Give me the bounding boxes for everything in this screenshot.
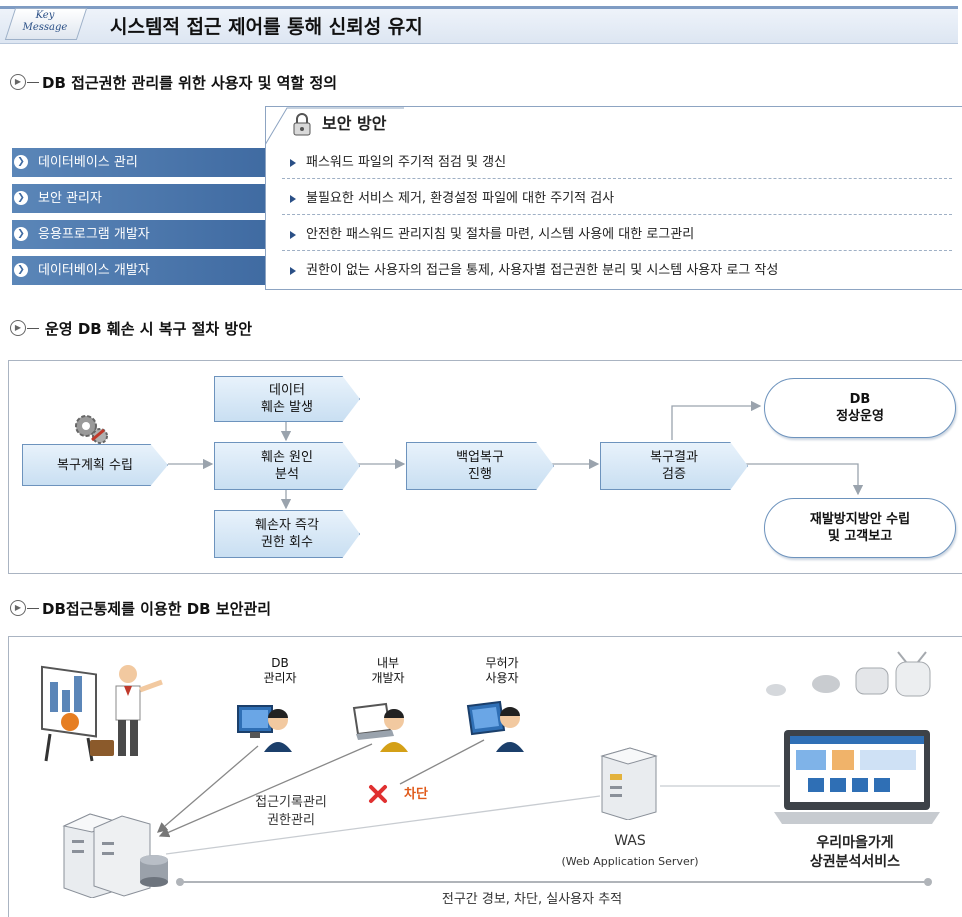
bullet-arrow-icon — [290, 159, 296, 167]
key-message-tag-line1: Key — [35, 10, 55, 21]
log-management-line1: 접근기록관리 — [255, 795, 327, 810]
flow-node-backup-line1: 백업복구 — [456, 450, 504, 465]
was-label: WAS — [614, 833, 646, 849]
security-item: 안전한 패스워드 관리지침 및 절차를 마련, 시스템 사용에 대한 로그관리 — [282, 218, 952, 251]
flow-node-plan: 복구계획 수립 — [22, 444, 168, 486]
log-management-line2: 권한관리 — [267, 813, 315, 828]
flow-node-revoke-line1: 훼손자 즉각 — [255, 518, 319, 533]
flow-node-normal-line2: 정상운영 — [836, 409, 884, 424]
security-item: 권한이 없는 사용자의 접근을 통제, 사용자별 접근권한 분리 및 시스템 사… — [282, 254, 952, 287]
user-label-dba-line2: 관리자 — [263, 671, 297, 685]
security-item-text: 불필요한 서비스 제거, 환경설정 파일에 대한 주기적 검사 — [306, 191, 615, 206]
section-line — [27, 82, 39, 83]
access-control-frame — [8, 636, 962, 917]
role-bullet-icon: ❯ — [14, 191, 28, 205]
service-label-line1: 우리마을가게 — [816, 835, 894, 851]
role-label: 데이터베이스 개발자 — [38, 263, 150, 278]
lock-icon — [293, 113, 311, 136]
user-label-dba-line1: DB — [271, 656, 289, 670]
bullet-arrow-icon — [290, 231, 296, 239]
section-bullet-icon: ▶ — [10, 320, 26, 336]
service-label-line2: 상권분석서비스 — [809, 854, 901, 870]
gear-icon — [75, 415, 108, 444]
user-label-unauth-line1: 무허가 — [485, 656, 519, 670]
section-title-access-control: DB접근통제를 이용한 DB 보안관리 — [42, 600, 272, 618]
role-label: 데이터베이스 관리 — [38, 155, 138, 170]
role-bullet-icon: ❯ — [14, 263, 28, 277]
flow-connectors — [168, 400, 864, 510]
flow-node-normal: DB 정상운영 — [764, 378, 956, 438]
was-server-icon — [600, 747, 658, 820]
recovery-flow-frame — [8, 360, 962, 574]
flow-node-occur-line2: 훼손 발생 — [261, 400, 313, 415]
role-label: 보안 관리자 — [38, 191, 102, 206]
presenter-illustration-icon — [41, 665, 163, 762]
flow-node-cause-line2: 분석 — [275, 467, 299, 482]
section-line — [27, 328, 39, 329]
security-item-text: 패스워드 파일의 주기적 점검 및 갱신 — [306, 155, 507, 170]
developer-user-icon — [352, 702, 408, 752]
flow-node-verify-line2: 검증 — [662, 467, 686, 482]
service-laptop-icon — [774, 730, 940, 824]
flow-node-cause-line1: 훼손 원인 — [261, 450, 313, 465]
role-item: 응용프로그램 개발자 — [12, 220, 274, 249]
db-server-icon — [62, 813, 168, 898]
flow-node-prevent-line2: 및 고객보고 — [827, 529, 893, 544]
unauthorized-user-icon — [466, 700, 524, 752]
bullet-arrow-icon — [290, 195, 296, 203]
flow-node-verify-line1: 복구결과 — [650, 450, 698, 465]
footer-tracking-label: 전구간 경보, 차단, 실사용자 추적 — [441, 892, 623, 907]
bullet-arrow-icon — [290, 267, 296, 275]
flow-node-plan-label: 복구계획 수립 — [57, 457, 133, 473]
security-item: 불필요한 서비스 제거, 환경설정 파일에 대한 주기적 검사 — [282, 182, 952, 215]
role-bullet-icon: ❯ — [14, 227, 28, 241]
access-diagram-lines — [157, 739, 932, 886]
security-panel — [265, 106, 962, 290]
flow-node-prevent-line1: 재발방지방안 수립 — [809, 512, 911, 527]
role-item: 데이터베이스 개발자 — [12, 256, 274, 285]
decorative-objects-icon — [766, 651, 931, 697]
section-line — [27, 608, 39, 609]
key-message-bar — [0, 6, 958, 44]
flow-node-normal-line1: DB — [849, 392, 871, 407]
block-x-icon — [369, 785, 387, 803]
role-item: 보안 관리자 — [12, 184, 274, 213]
section-bullet-icon: ▶ — [10, 600, 26, 616]
security-item: 패스워드 파일의 주기적 점검 및 갱신 — [282, 146, 952, 179]
section-bullet-icon: ▶ — [10, 74, 26, 90]
section-title-roles: DB 접근권한 관리를 위한 사용자 및 역할 정의 — [42, 74, 338, 92]
role-bullet-icon: ❯ — [14, 155, 28, 169]
role-item: 데이터베이스 관리 — [12, 148, 274, 177]
flow-node-occur-line1: 데이터 — [269, 383, 305, 398]
key-message-tag-line2: Message — [22, 22, 68, 33]
security-tab-shape — [265, 107, 404, 146]
block-label: 차단 — [404, 787, 428, 802]
was-full-label: (Web Application Server) — [561, 855, 699, 868]
role-label: 응용프로그램 개발자 — [38, 227, 150, 242]
section-title-recovery: 운영 DB 훼손 시 복구 절차 방안 — [45, 320, 253, 338]
user-label-unauth-line2: 사용자 — [485, 671, 519, 685]
key-message-title: 시스템적 접근 제어를 통해 신뢰성 유지 — [110, 16, 423, 38]
user-label-dev-line2: 개발자 — [371, 671, 405, 685]
user-label-dev-line1: 내부 — [376, 656, 400, 670]
dba-user-icon — [237, 705, 292, 752]
flow-node-revoke-line2: 권한 회수 — [261, 535, 313, 550]
security-item-text: 안전한 패스워드 관리지침 및 절차를 마련, 시스템 사용에 대한 로그관리 — [306, 227, 695, 242]
flow-node-backup-line2: 진행 — [468, 467, 492, 482]
security-item-text: 권한이 없는 사용자의 접근을 통제, 사용자별 접근권한 분리 및 시스템 사… — [306, 263, 779, 278]
security-title: 보안 방안 — [322, 114, 387, 133]
